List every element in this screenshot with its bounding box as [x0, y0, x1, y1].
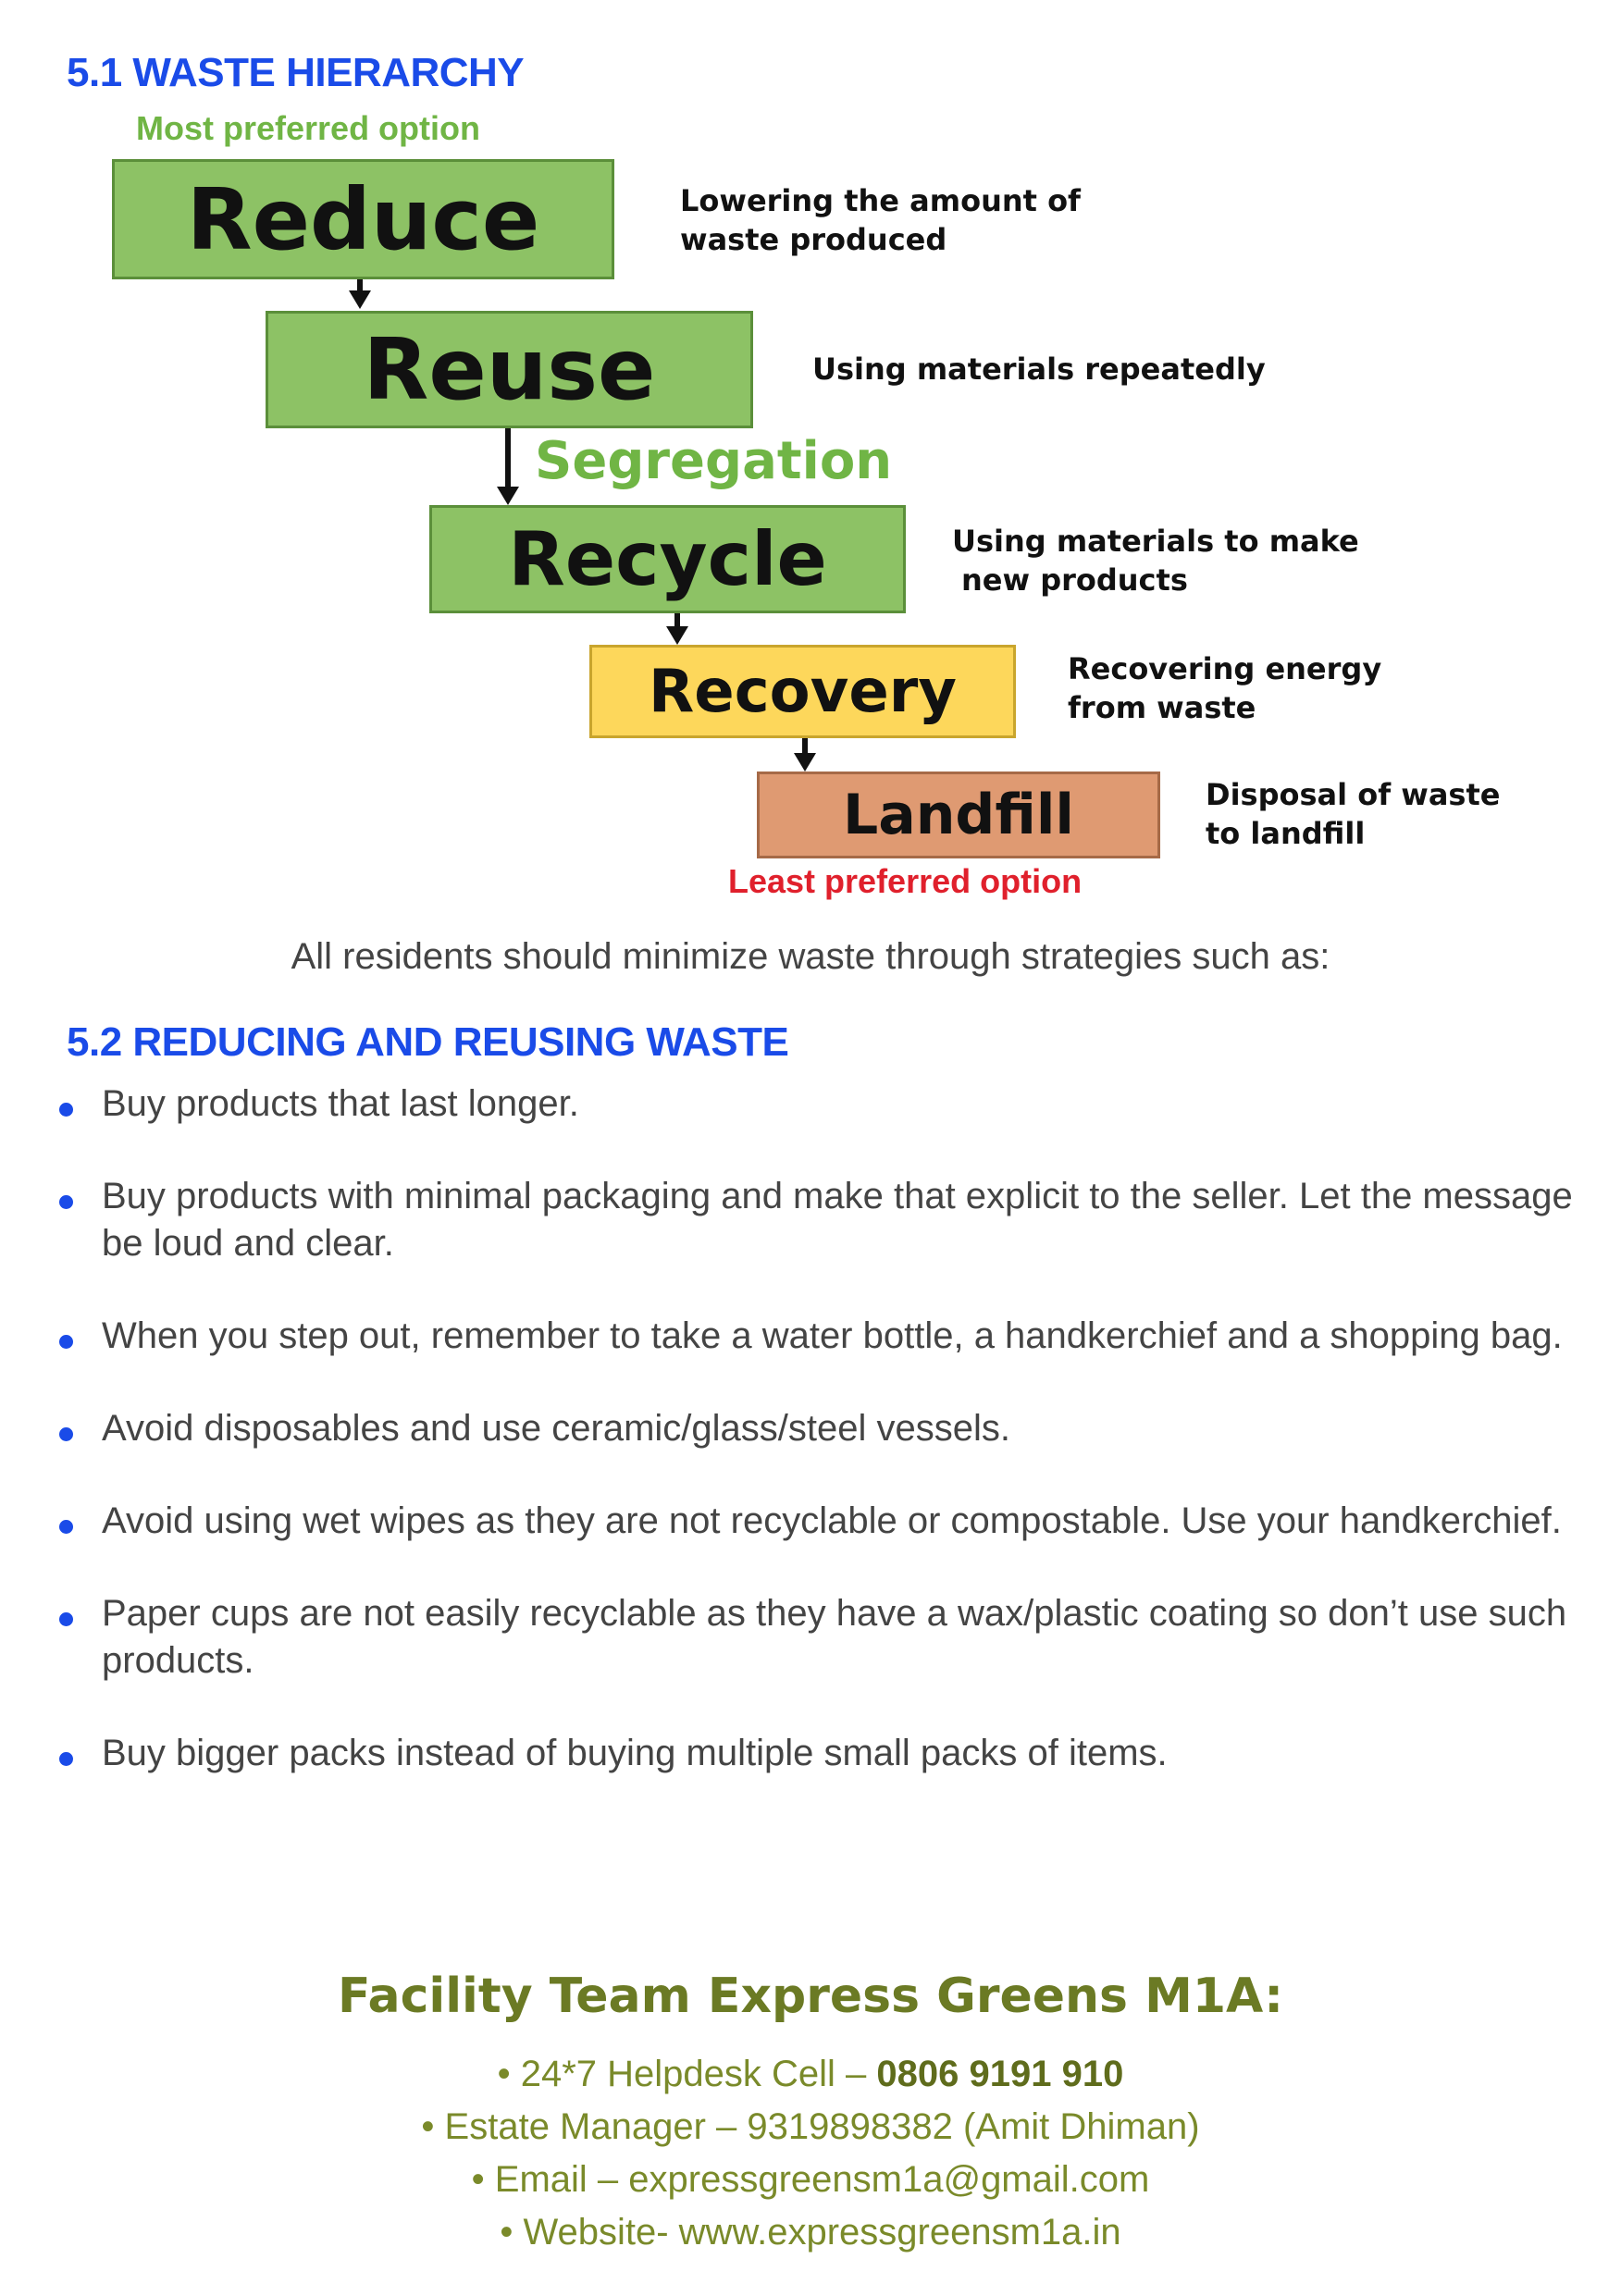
hierarchy-label-reduce: Reduce [186, 169, 540, 269]
description-recycle-line1: Using materials to make [952, 524, 1359, 559]
list-item: Paper cups are not easily recyclable as … [56, 1590, 1582, 1685]
list-item: Avoid using wet wipes as they are not re… [56, 1498, 1582, 1545]
description-reuse-line1: Using materials repeatedly [812, 352, 1266, 387]
hierarchy-box-reuse: Reuse [266, 311, 753, 428]
list-item: Buy products that last longer. [56, 1080, 1582, 1128]
list-item: When you step out, remember to take a wa… [56, 1313, 1582, 1360]
description-reduce-line1: Lowering the amount of [680, 183, 1081, 218]
hierarchy-label-recovery: Recovery [649, 657, 957, 726]
least-preferred-label: Least preferred option [728, 862, 1083, 900]
bullet-dot [59, 1195, 73, 1209]
list-item: Avoid disposables and use ceramic/glass/… [56, 1405, 1582, 1452]
list-item: Buy products with minimal packaging and … [56, 1173, 1582, 1267]
description-recycle-line2: new products [961, 562, 1188, 598]
arrow-head-recycle-recovery [666, 626, 688, 645]
arrow-head-reduce-reuse [349, 290, 371, 309]
arrow-shaft-reduce-reuse [357, 279, 363, 294]
description-recovery-line1: Recovering energy [1068, 651, 1382, 686]
bullet-dot [59, 1752, 73, 1766]
segregation-label: Segregation [535, 431, 893, 491]
contact-website[interactable]: • Website- www.expressgreensm1a.in [500, 2212, 1121, 2253]
arrow-shaft-recovery-landfill [802, 738, 808, 755]
helpdesk-number: 0806 9191 910 [876, 2054, 1124, 2094]
arrow-shaft-reuse-recycle [505, 428, 511, 489]
hierarchy-label-recycle: Recycle [508, 516, 827, 602]
bullet-dot [59, 1612, 73, 1626]
bullet-dot [59, 1335, 73, 1349]
bullet-dot [59, 1427, 73, 1441]
hierarchy-box-reduce: Reduce [112, 159, 614, 279]
description-landfill: Disposal of waste to landfill [1206, 775, 1500, 853]
contact-helpdesk: • 24*7 Helpdesk Cell – 0806 9191 910 [0, 2048, 1621, 2101]
most-preferred-label: Most preferred option [136, 109, 481, 147]
bullet-dot [59, 1103, 73, 1117]
description-recovery-line2: from waste [1068, 690, 1256, 725]
arrow-head-recovery-landfill [794, 753, 816, 772]
description-landfill-line1: Disposal of waste [1206, 777, 1501, 812]
hierarchy-box-recycle: Recycle [429, 505, 906, 613]
footer-title: Facility Team Express Greens M1A: [338, 1969, 1283, 2024]
description-landfill-line2: to landfill [1206, 816, 1366, 851]
intro-text: All residents should minimize waste thro… [291, 936, 1330, 977]
helpdesk-label: • 24*7 Helpdesk Cell – [497, 2054, 877, 2094]
section-heading-reducing-reusing: 5.2 REDUCING AND REUSING WASTE [67, 1019, 789, 1065]
description-recovery: Recovering energy from waste [1068, 649, 1381, 727]
reduce-reuse-list: Buy products that last longer. Buy produ… [56, 1080, 1582, 1822]
arrow-shaft-recycle-recovery [674, 613, 680, 628]
arrow-head-reuse-recycle [497, 487, 519, 505]
contact-email[interactable]: • Email – expressgreensm1a@gmail.com [471, 2159, 1150, 2200]
description-reduce-line2: waste produced [680, 222, 947, 257]
section-heading-waste-hierarchy: 5.1 WASTE HIERARCHY [67, 50, 525, 95]
hierarchy-label-reuse: Reuse [363, 320, 656, 419]
hierarchy-label-landfill: Landfill [843, 783, 1074, 847]
contact-list: • 24*7 Helpdesk Cell – 0806 9191 910 • E… [0, 2048, 1621, 2259]
description-reduce: Lowering the amount of waste produced [680, 181, 1081, 259]
description-reuse: Using materials repeatedly [812, 350, 1266, 389]
hierarchy-box-recovery: Recovery [589, 645, 1016, 738]
contact-estate-manager: • Estate Manager – 9319898382 (Amit Dhim… [421, 2106, 1200, 2147]
hierarchy-box-landfill: Landfill [757, 772, 1160, 858]
list-item: Buy bigger packs instead of buying multi… [56, 1730, 1582, 1777]
bullet-dot [59, 1520, 73, 1534]
description-recycle: Using materials to make new products [952, 522, 1359, 599]
